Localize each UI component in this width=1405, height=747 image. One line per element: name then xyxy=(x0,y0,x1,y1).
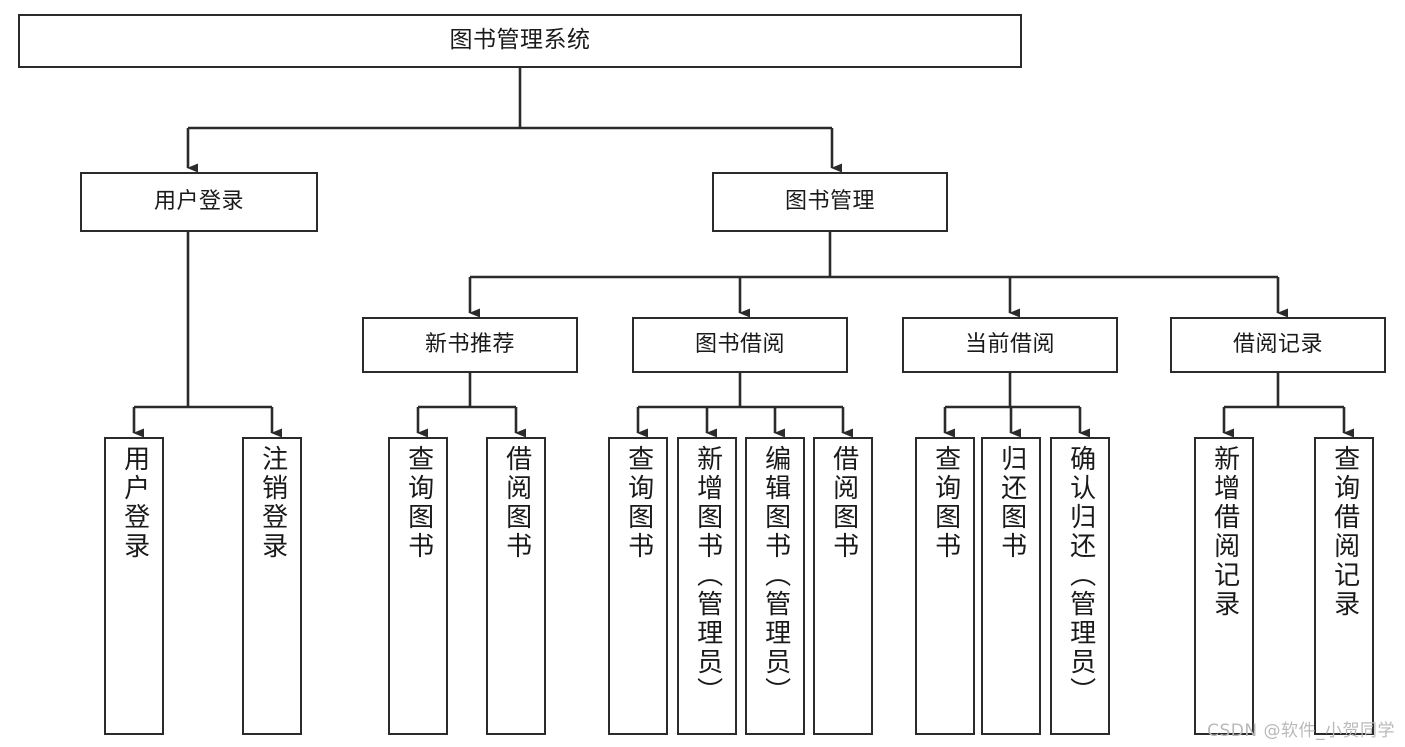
node-label: 新增图书（管理员） xyxy=(692,445,723,706)
node-label: 图书管理系统 xyxy=(449,27,591,54)
node-user-login[interactable]: 用户登录 xyxy=(80,172,318,232)
node-label: 注销登录 xyxy=(257,445,288,561)
leaf-confirm-return-admin[interactable]: 确认归还（管理员） xyxy=(1050,437,1110,735)
node-label: 查询图书 xyxy=(403,445,434,561)
leaf-logout[interactable]: 注销登录 xyxy=(242,437,302,735)
leaf-user-login[interactable]: 用户登录 xyxy=(104,437,164,735)
leaf-query-borrow-record[interactable]: 查询借阅记录 xyxy=(1314,437,1374,735)
node-label: 查询图书 xyxy=(623,445,654,561)
leaf-borrow-books[interactable]: 借阅图书 xyxy=(813,437,873,735)
node-label: 编辑图书（管理员） xyxy=(760,445,791,706)
node-label: 用户登录 xyxy=(153,189,244,215)
node-label: 新书推荐 xyxy=(424,332,515,358)
node-label: 查询图书 xyxy=(930,445,961,561)
node-borrowing-records[interactable]: 借阅记录 xyxy=(1170,317,1386,373)
node-label: 图书借阅 xyxy=(694,332,785,358)
node-label: 借阅记录 xyxy=(1232,332,1323,358)
node-label: 图书管理 xyxy=(784,189,875,215)
leaf-edit-book-admin[interactable]: 编辑图书（管理员） xyxy=(745,437,805,735)
node-label: 归还图书 xyxy=(996,445,1027,561)
leaf-return-books[interactable]: 归还图书 xyxy=(981,437,1041,735)
leaf-query-books-current[interactable]: 查询图书 xyxy=(915,437,975,735)
node-label: 借阅图书 xyxy=(828,445,859,561)
leaf-borrow-books-new[interactable]: 借阅图书 xyxy=(486,437,546,735)
node-root-book-management-system[interactable]: 图书管理系统 xyxy=(18,14,1022,68)
node-label: 借阅图书 xyxy=(501,445,532,561)
leaf-query-books-new[interactable]: 查询图书 xyxy=(388,437,448,735)
node-current-borrowing[interactable]: 当前借阅 xyxy=(902,317,1118,373)
leaf-add-book-admin[interactable]: 新增图书（管理员） xyxy=(677,437,737,735)
leaf-query-books-borrow[interactable]: 查询图书 xyxy=(608,437,668,735)
node-book-borrowing[interactable]: 图书借阅 xyxy=(632,317,848,373)
node-label: 新增借阅记录 xyxy=(1209,445,1240,619)
node-label: 查询借阅记录 xyxy=(1329,445,1360,619)
node-label: 用户登录 xyxy=(119,445,150,561)
node-label: 当前借阅 xyxy=(964,332,1055,358)
node-book-management[interactable]: 图书管理 xyxy=(712,172,948,232)
node-label: 确认归还（管理员） xyxy=(1065,445,1096,706)
node-new-book-recommendation[interactable]: 新书推荐 xyxy=(362,317,578,373)
leaf-add-borrow-record[interactable]: 新增借阅记录 xyxy=(1194,437,1254,735)
